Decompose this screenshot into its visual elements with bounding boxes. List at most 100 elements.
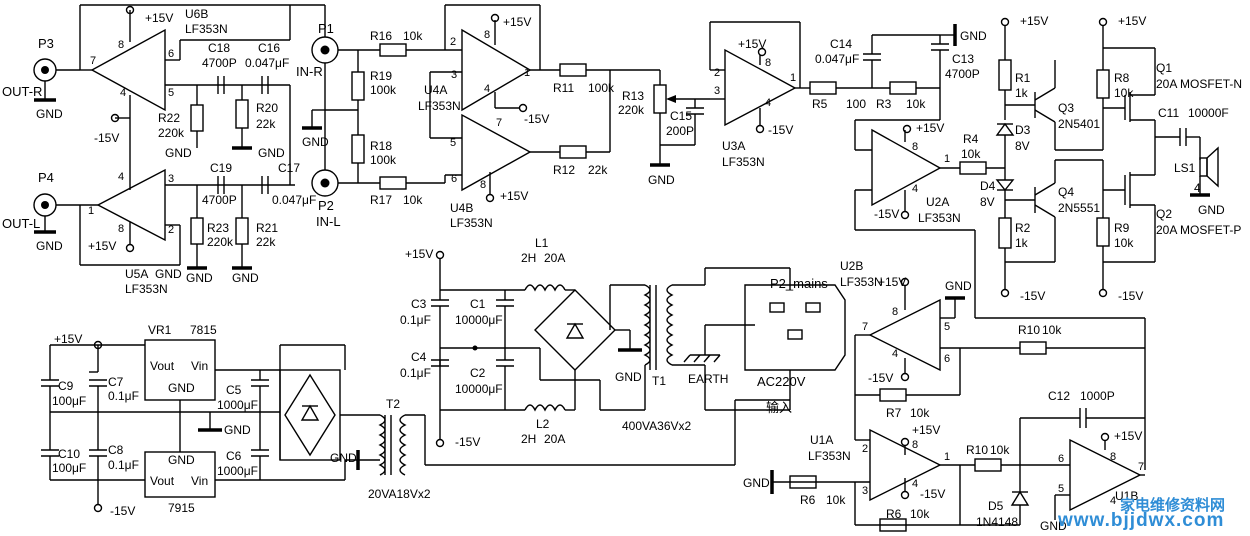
svg-text:R12: R12: [553, 163, 575, 177]
svg-text:R13: R13: [622, 89, 644, 103]
svg-text:1000P: 1000P: [1080, 389, 1115, 403]
opamp-u1b: 10k R10 C12 1000P D5 1N4148 +15V 8 6 5 7…: [960, 389, 1145, 533]
svg-text:C17: C17: [278, 161, 300, 175]
svg-text:GND: GND: [36, 107, 63, 121]
svg-text:AC220V: AC220V: [757, 374, 806, 389]
svg-text:22k: 22k: [588, 163, 608, 177]
svg-text:C10: C10: [58, 447, 80, 461]
connector-p1-in-r: P1 IN-R: [289, 4, 380, 110]
svg-text:C5: C5: [226, 383, 242, 397]
filter-right-channel: C18 4700P C16 0.047μF R22 220k R20 22k G…: [158, 41, 289, 160]
svg-text:4: 4: [892, 348, 898, 360]
svg-text:3: 3: [714, 85, 720, 97]
svg-text:10000μF: 10000μF: [455, 313, 503, 327]
svg-text:R6: R6: [800, 493, 816, 507]
svg-text:20A MOSFET-N: 20A MOSFET-N: [1156, 77, 1242, 91]
svg-text:U1B: U1B: [1115, 489, 1138, 503]
svg-text:+15V: +15V: [1020, 14, 1048, 28]
ls1-ref: LS1: [1174, 161, 1196, 175]
svg-text:GND: GND: [615, 370, 642, 384]
svg-text:10k: 10k: [910, 406, 930, 420]
u5a-supply: +15V: [88, 239, 116, 253]
svg-text:IN-R: IN-R: [296, 64, 323, 79]
svg-text:8: 8: [765, 57, 771, 69]
svg-text:1k: 1k: [1015, 236, 1029, 250]
filter-left-channel: C19 4700P C17 0.047μF R23 220k R21 22k G…: [186, 161, 316, 285]
svg-text:4: 4: [484, 83, 490, 95]
opamp-u4b: 5 6 8 7 +15V U4B LF353N: [429, 110, 560, 230]
svg-text:2H: 2H: [521, 432, 536, 446]
main-power-supply: +15V -15V C3 0.1μF C1 10000μF C4 0.1μF C…: [400, 236, 846, 449]
svg-text:R22: R22: [158, 111, 180, 125]
svg-text:0.047μF: 0.047μF: [815, 52, 859, 66]
svg-text:+15V: +15V: [405, 247, 433, 261]
svg-text:GND: GND: [168, 381, 195, 395]
svg-text:0.047μF: 0.047μF: [272, 193, 316, 207]
svg-text:1: 1: [524, 67, 530, 79]
svg-text:1000μF: 1000μF: [217, 398, 258, 412]
svg-text:GND: GND: [168, 453, 195, 467]
svg-text:U1A: U1A: [810, 433, 833, 447]
opamp-u6b: +15V U6B LF353N 7 8 6 5 4: [79, 4, 290, 160]
svg-text:R8: R8: [1114, 71, 1130, 85]
svg-text:0.1μF: 0.1μF: [108, 458, 139, 472]
svg-text:LF353N: LF353N: [418, 99, 461, 113]
svg-text:6: 6: [944, 353, 950, 365]
svg-text:GND: GND: [945, 279, 972, 293]
svg-text:220k: 220k: [618, 103, 645, 117]
svg-text:OUT-L: OUT-L: [2, 216, 40, 231]
svg-text:8: 8: [912, 439, 918, 451]
svg-text:OUT-R: OUT-R: [2, 84, 42, 99]
svg-text:GND: GND: [330, 451, 357, 465]
opamp-u5a: 4 3 1 2 8 +15V U5A LF353N: [79, 160, 200, 296]
svg-text:+15V: +15V: [503, 15, 531, 29]
svg-text:+15V: +15V: [912, 423, 940, 437]
svg-text:2: 2: [862, 443, 868, 455]
svg-text:L2: L2: [536, 417, 550, 431]
svg-text:C13: C13: [952, 52, 974, 66]
svg-text:8: 8: [118, 39, 124, 51]
svg-text:+15V: +15V: [500, 189, 528, 203]
svg-text:-15V: -15V: [920, 487, 945, 501]
svg-text:2H: 2H: [521, 251, 536, 265]
svg-text:C14: C14: [830, 37, 852, 51]
svg-text:400VA36Vx2: 400VA36Vx2: [622, 419, 691, 433]
svg-text:10000μF: 10000μF: [455, 382, 503, 396]
svg-text:10k: 10k: [826, 493, 846, 507]
svg-text:-15V: -15V: [768, 123, 793, 137]
svg-text:+15V: +15V: [1114, 429, 1142, 443]
svg-text:1: 1: [944, 153, 950, 165]
svg-text:100k: 100k: [370, 153, 397, 167]
u5a-ref: U5A: [125, 267, 148, 281]
svg-text:+15V: +15V: [738, 37, 766, 51]
svg-text:R3: R3: [876, 97, 892, 111]
svg-text:P3: P3: [38, 36, 54, 51]
svg-text:GND: GND: [743, 476, 770, 490]
svg-text:4: 4: [765, 97, 771, 109]
svg-text:C19: C19: [210, 161, 232, 175]
svg-text:4: 4: [120, 87, 126, 99]
svg-text:R4: R4: [963, 132, 979, 146]
opamp-u3a: +15V 8 3 1 4 2 -15V U3A LF353N: [709, 21, 810, 169]
svg-text:220k: 220k: [158, 126, 185, 140]
t1-ref: T1: [652, 374, 666, 388]
svg-text:5: 5: [944, 321, 950, 333]
svg-text:U4B: U4B: [450, 201, 473, 215]
svg-text:6: 6: [1058, 453, 1064, 465]
svg-text:C16: C16: [258, 41, 280, 55]
r6-value: 10k: [910, 507, 930, 521]
svg-text:C4: C4: [411, 350, 427, 364]
svg-text:输入: 输入: [766, 400, 792, 415]
svg-text:10000F: 10000F: [1188, 106, 1229, 120]
svg-text:U2A: U2A: [926, 195, 949, 209]
svg-text:+15V: +15V: [878, 275, 906, 289]
opamp-u2b: +15V GND U2B LF353N 8 7 5 6 4 -15V R10 1…: [840, 259, 1146, 470]
svg-text:10k: 10k: [990, 443, 1010, 457]
rail-neg-u6b: -15V: [94, 131, 119, 145]
svg-text:P2: P2: [318, 198, 334, 213]
svg-text:0.1μF: 0.1μF: [108, 389, 139, 403]
svg-text:100: 100: [846, 97, 866, 111]
svg-text:8V: 8V: [1015, 139, 1030, 153]
svg-text:2: 2: [714, 67, 720, 79]
svg-text:1N4148: 1N4148: [976, 515, 1018, 529]
